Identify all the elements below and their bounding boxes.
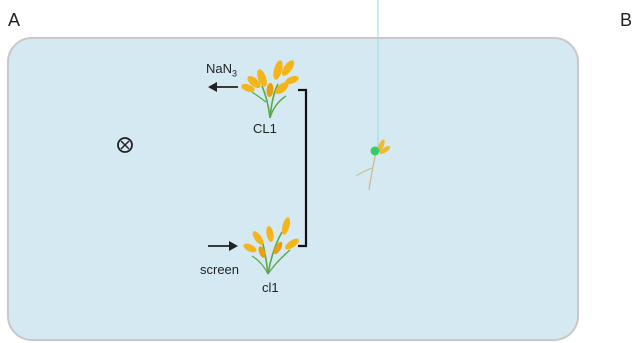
screen-label: screen [200,262,240,277]
nan3-main: NaN [206,61,233,76]
panel-label-a: A [8,10,21,30]
plant-lower [243,217,299,275]
circle-cross-icon [117,137,133,153]
lower-plant-label: cl1 [262,280,279,295]
nan3-subscript: 3 [232,68,238,79]
marker-dot [370,146,380,156]
arrow-right-icon [208,241,238,251]
arrow-left-icon [208,82,238,92]
plant-suspended [355,139,391,191]
panel-label-b: B [620,10,633,30]
plant-upper [241,60,299,119]
bracket [298,88,308,248]
nan3-label: NaN3 [206,61,237,79]
upper-plant-label: CL1 [253,121,277,136]
tank [7,37,579,341]
